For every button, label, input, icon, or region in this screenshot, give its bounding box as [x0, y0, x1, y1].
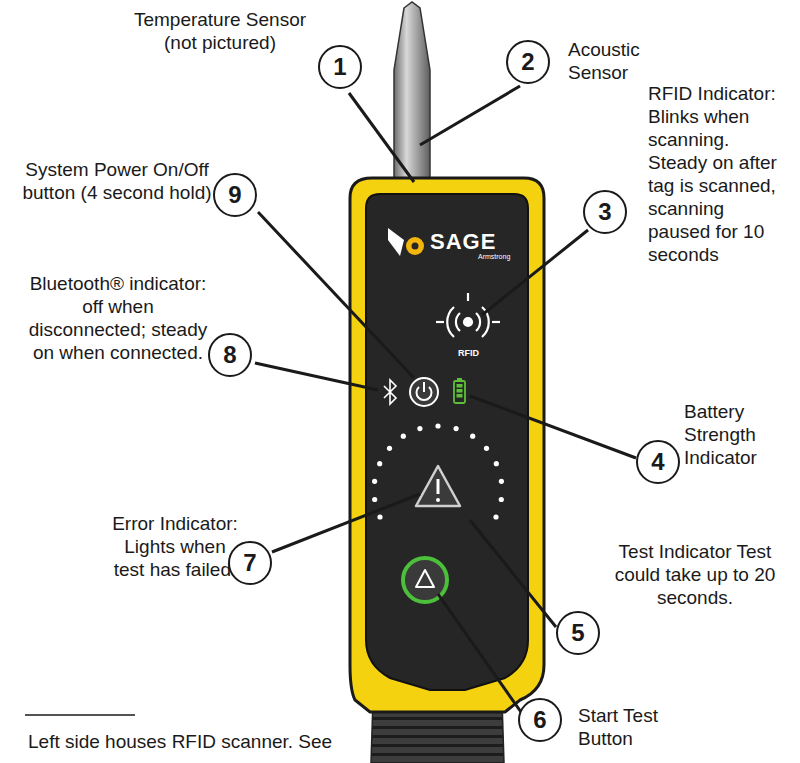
- callout-text: Temperature Sensor (not pictured): [120, 8, 320, 54]
- indicator-dot: [435, 423, 440, 428]
- indicator-dot: [417, 426, 422, 431]
- rfid-icon: [436, 293, 500, 337]
- callout-text: Test Indicator Test could take up to 20 …: [600, 540, 790, 609]
- logo-eye: [406, 237, 424, 255]
- indicator-dot: [377, 514, 382, 519]
- housing: [350, 178, 544, 712]
- rfid-label: RFID: [458, 348, 479, 358]
- callout-text: Start Test Button: [578, 704, 658, 750]
- indicator-dot: [499, 479, 504, 484]
- callout-number: 4: [636, 440, 680, 484]
- indicator-dot: [372, 497, 377, 502]
- callout-text: System Power On/Off button (4 second hol…: [18, 158, 216, 204]
- callout-number: 8: [208, 333, 252, 377]
- battery-icon: [454, 378, 465, 403]
- brand-text: Armstrong: [478, 253, 510, 261]
- callout-number: 6: [518, 698, 562, 742]
- callout-number: 2: [506, 40, 550, 84]
- indicator-dot: [484, 446, 489, 451]
- logo-text: SAGE: [430, 230, 496, 254]
- indicator-dot: [493, 514, 498, 519]
- callout-text: RFID Indicator: Blinks when scanning. St…: [648, 82, 790, 266]
- error-triangle: [416, 466, 460, 506]
- callout-number: 1: [318, 45, 362, 89]
- bluetooth-icon: [384, 380, 396, 404]
- indicator-dot: [494, 461, 499, 466]
- power-button: [410, 378, 438, 406]
- callout-text: Battery Strength Indicator: [684, 400, 784, 469]
- leader-lines: [25, 86, 636, 715]
- callout-number: 9: [213, 173, 257, 217]
- logo-pupil: [412, 243, 419, 250]
- indicator-dot: [454, 426, 459, 431]
- indicator-dot: [372, 479, 377, 484]
- callout-number: 7: [228, 541, 272, 585]
- indicator-dot: [377, 461, 382, 466]
- callout-number: 3: [583, 190, 627, 234]
- callout-number: 5: [556, 611, 600, 655]
- footnote-text: Left side houses RFID scanner. See: [28, 730, 448, 753]
- logo-mark: [388, 228, 404, 256]
- indicator-dot: [499, 497, 504, 502]
- face-panel: [366, 194, 528, 690]
- callout-text: Acoustic Sensor: [568, 38, 678, 84]
- callout-text: Error Indicator: Lights when test has fa…: [110, 512, 240, 581]
- callout-text: Bluetooth® indicator: off when disconnec…: [22, 272, 214, 364]
- indicator-dot: [401, 434, 406, 439]
- indicator-dot: [470, 434, 475, 439]
- indicator-dot: [387, 446, 392, 451]
